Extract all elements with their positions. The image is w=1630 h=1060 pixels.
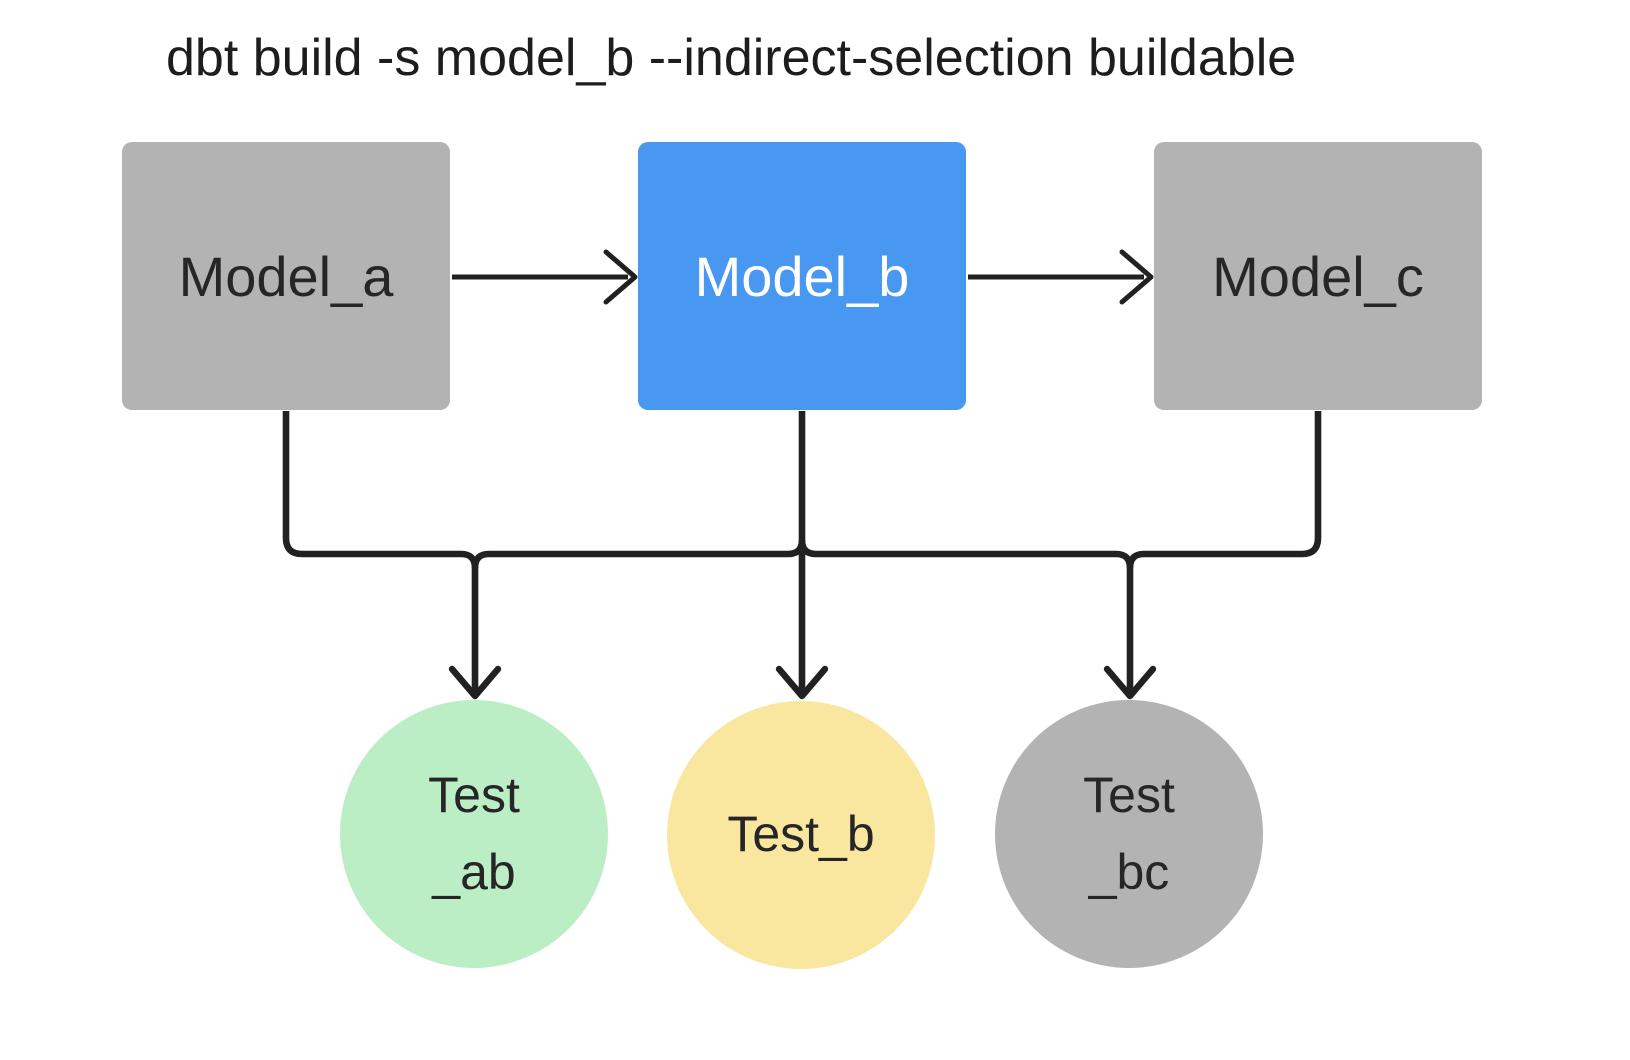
arrowhead-test-bc — [1103, 665, 1157, 700]
edge-model-a-to-test-ab — [282, 411, 479, 694]
edge-bus-right-middle — [798, 539, 1134, 694]
node-test-ab-label-line1: Test — [428, 766, 520, 823]
arrowhead-model-a-to-model-b — [603, 249, 638, 305]
edge-model-c-to-test-bc — [1126, 411, 1322, 569]
node-model-c-label: Model_c — [1212, 244, 1424, 308]
edge-bus-left-middle — [471, 539, 806, 569]
node-test-bc: Test _bc — [995, 700, 1263, 968]
node-test-ab-label-line2: _ab — [432, 844, 516, 900]
node-test-bc-label-line2: _bc — [1088, 844, 1170, 900]
node-test-b-label: Test_b — [727, 806, 875, 863]
node-model-b-label: Model_b — [694, 244, 910, 308]
node-test-ab: Test _ab — [340, 700, 608, 968]
arrowhead-test-b — [775, 665, 829, 700]
diagram-title: dbt build -s model_b --indirect-selectio… — [166, 29, 1297, 87]
arrowhead-test-ab — [448, 665, 502, 700]
node-test-bc-label-line1: Test — [1083, 766, 1175, 823]
node-model-b: Model_b — [638, 142, 966, 410]
node-model-c: Model_c — [1154, 142, 1482, 410]
arrowhead-model-b-to-model-c — [1119, 249, 1154, 305]
node-model-a: Model_a — [122, 142, 450, 410]
node-test-b: Test_b — [667, 701, 935, 969]
node-model-a-label: Model_a — [178, 244, 394, 308]
